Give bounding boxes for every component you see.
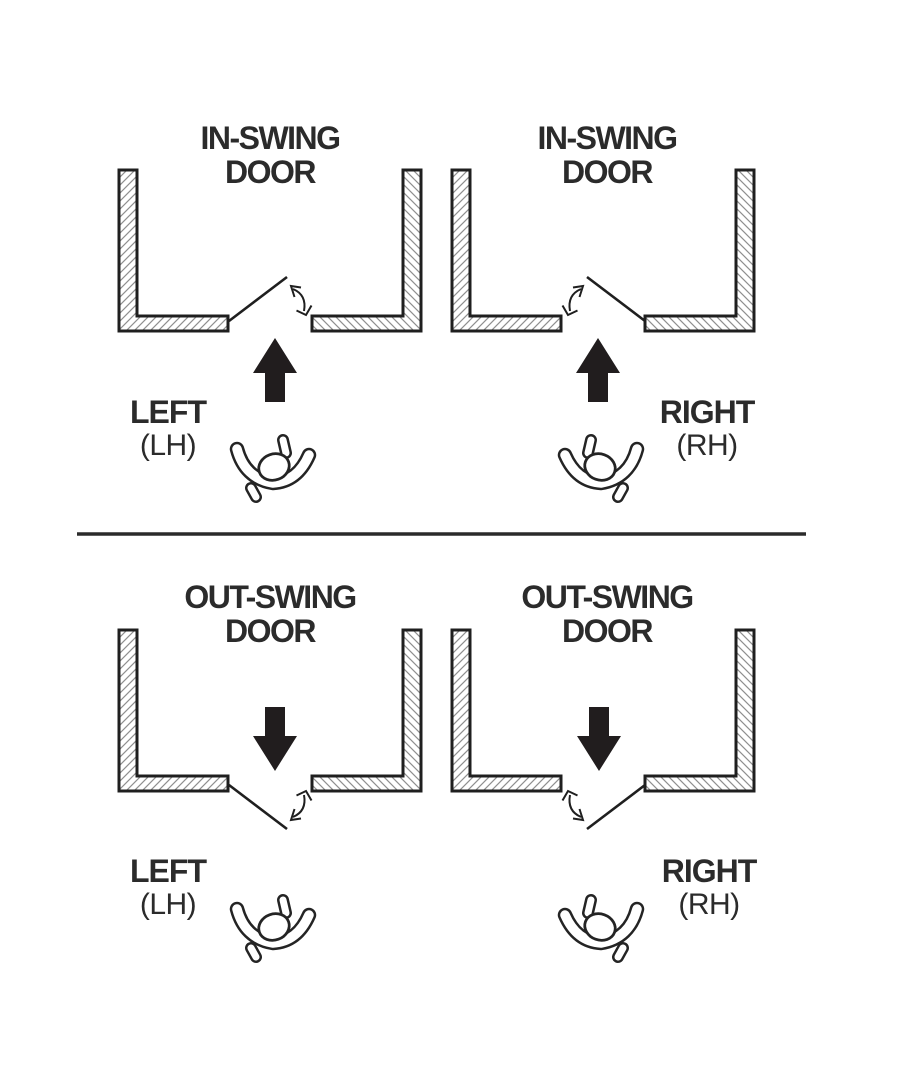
walls	[117, 168, 756, 793]
hand-label-in-swing-right: RIGHT	[659, 394, 756, 430]
person-top-view-icon	[237, 900, 309, 957]
hand-label-out-swing-right: RIGHT	[661, 853, 758, 889]
persons	[237, 440, 637, 957]
wall-left-q4	[450, 628, 563, 793]
door-leaf-swing-arc-in-right	[561, 275, 647, 323]
doors-and-swing-arcs	[227, 275, 647, 831]
title-line: DOOR	[225, 613, 317, 649]
hand-abbr-out-swing-left: (LH)	[139, 888, 197, 921]
title-line: DOOR	[225, 154, 317, 190]
down-arrow-icon	[253, 707, 297, 771]
door-leaf-swing-arc-out-right	[561, 783, 647, 831]
wall-left-q3	[117, 628, 230, 793]
wall-right-q4	[643, 628, 756, 793]
person-top-view-icon	[565, 440, 637, 497]
wall-right-q1	[310, 168, 423, 333]
title-line: OUT-SWING	[184, 579, 357, 615]
in-swing-right-title: IN-SWING DOOR	[537, 120, 678, 190]
down-arrow-icon	[577, 707, 621, 771]
hand-label-in-swing-left: LEFT	[130, 394, 207, 430]
title-line: DOOR	[562, 154, 654, 190]
door-leaf-swing-arc-in-left	[227, 275, 313, 323]
person-top-view-icon	[237, 440, 309, 497]
wall-right-q2	[643, 168, 756, 333]
title-line: IN-SWING	[200, 120, 341, 156]
wall-right-q3	[310, 628, 423, 793]
hand-label-out-swing-left: LEFT	[130, 853, 207, 889]
in-swing-left-title: IN-SWING DOOR	[200, 120, 341, 190]
travel-arrows	[253, 338, 621, 771]
out-swing-right-title: OUT-SWING DOOR	[521, 579, 694, 649]
hand-abbr-in-swing-left: (LH)	[139, 429, 197, 462]
hand-abbr-in-swing-right: (RH)	[676, 429, 738, 462]
wall-left-q2	[450, 168, 563, 333]
title-line: DOOR	[562, 613, 654, 649]
up-arrow-icon	[576, 338, 620, 402]
wall-left-q1	[117, 168, 230, 333]
title-line: OUT-SWING	[521, 579, 694, 615]
title-line: IN-SWING	[537, 120, 678, 156]
out-swing-left-title: OUT-SWING DOOR	[184, 579, 357, 649]
up-arrow-icon	[253, 338, 297, 402]
hand-abbr-out-swing-right: (RH)	[678, 888, 740, 921]
door-leaf-swing-arc-out-left	[227, 783, 313, 831]
person-top-view-icon	[565, 900, 637, 957]
